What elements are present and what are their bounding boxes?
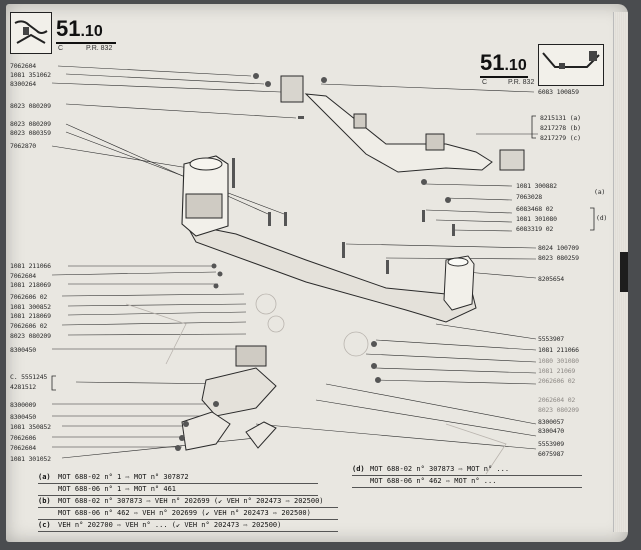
part-label: 5553909 (538, 440, 564, 448)
part-label: 1081 21069 (538, 367, 576, 375)
part-label: 7062604 (10, 62, 36, 70)
part-label: 6083 100859 (538, 88, 579, 96)
title-underline-right (480, 76, 528, 78)
part-label: 1081 218069 (10, 281, 51, 289)
part-label: 5553907 (538, 335, 564, 343)
part-label: 8023 080259 (538, 254, 579, 262)
part-label: 1081 350852 (10, 423, 51, 431)
note-row: MOT 688-06 n° 462 ⇨ MOT n° ... (352, 476, 582, 488)
part-label: 1081 301080 (516, 215, 557, 223)
part-label: 8215131 (a) (540, 114, 581, 122)
part-label: 7062604 (10, 272, 36, 280)
part-label: 8300450 (10, 346, 36, 354)
part-label: 8023 080209 (10, 102, 51, 110)
note-row: MOT 688-06 n° 1 ⇨ MOT n° 461 (38, 484, 318, 496)
part-label: 1081 211066 (538, 346, 579, 354)
part-label: 8023 080359 (10, 129, 51, 137)
part-label-faded: 8023 080209 (538, 406, 579, 414)
part-label: 4281512 (10, 383, 36, 391)
note-row: (a) MOT 688-02 n° 1 ⇨ MOT n° 307872 (38, 472, 318, 484)
part-label: 1080 301080 (538, 357, 579, 365)
part-label: 7062870 (10, 142, 36, 150)
thumbnail-right-icon (538, 44, 604, 86)
thumbnail-left-icon (10, 12, 52, 54)
part-label: 8300264 (10, 80, 36, 88)
code-c-left: C (58, 45, 64, 52)
part-label: 8300009 (10, 401, 36, 409)
part-label: 8217279 (c) (540, 134, 581, 142)
part-label: 6083468 02 (516, 205, 554, 213)
bracket-tag: (a) (594, 188, 606, 196)
part-label: 1081 211066 (10, 262, 51, 270)
plate-number-left: 51.10 (56, 16, 103, 41)
part-label: 7063028 (516, 193, 542, 201)
note-row: MOT 688-06 n° 462 ⇨ VEH n° 202699 (↙ VEH… (38, 508, 338, 520)
title-underline-left (56, 42, 116, 44)
part-label: 8300450 (10, 413, 36, 421)
part-label: 8205654 (538, 275, 564, 283)
part-label: 8300470 (538, 427, 564, 435)
part-label: 7062604 (10, 444, 36, 452)
note-row: (b) MOT 688-02 n° 307873 ⇨ VEH n° 202699… (38, 496, 338, 508)
part-label: 8217278 (b) (540, 124, 581, 132)
code-c-right: C (482, 79, 488, 86)
part-label: 8024 100709 (538, 244, 579, 252)
part-label: C. 5551245 (10, 373, 48, 381)
part-label: 7062606 02 (10, 293, 48, 301)
part-label-faded: 2062604 02 (538, 396, 576, 404)
part-label: 8300057 (538, 418, 564, 426)
bracket-tag: (d) (596, 214, 608, 222)
catalog-page: 51.10 C P.R. 832 51.10 C P.R. 832 (6, 4, 628, 542)
part-label: 1081 301052 (10, 455, 51, 463)
part-label: 6075987 (538, 450, 564, 458)
part-label: 1081 218069 (10, 312, 51, 320)
part-label: 7062606 02 (10, 322, 48, 330)
part-label: 7062606 (10, 434, 36, 442)
part-label: 1081 351062 (10, 71, 51, 79)
part-label: 6083319 02 (516, 225, 554, 233)
part-label: 8023 080209 (10, 120, 51, 128)
tab-marker (620, 252, 628, 292)
part-label: 2062606 02 (538, 377, 576, 385)
part-label: 1081 300882 (516, 182, 557, 190)
part-label: 1081 300852 (10, 303, 51, 311)
exploded-parts-diagram (51, 65, 595, 475)
plate-number-right: 51.10 (480, 50, 527, 75)
note-row: (d) MOT 688-02 n° 307873 ⇨ MOT n° ... (352, 464, 582, 476)
note-row: (c) VEH n° 202700 ⇨ VEH n° ... (↙ VEH n°… (38, 520, 338, 532)
code-pr-left: P.R. 832 (86, 45, 113, 52)
part-label: 8023 080209 (10, 332, 51, 340)
code-pr-right: P.R. 832 (508, 79, 535, 86)
